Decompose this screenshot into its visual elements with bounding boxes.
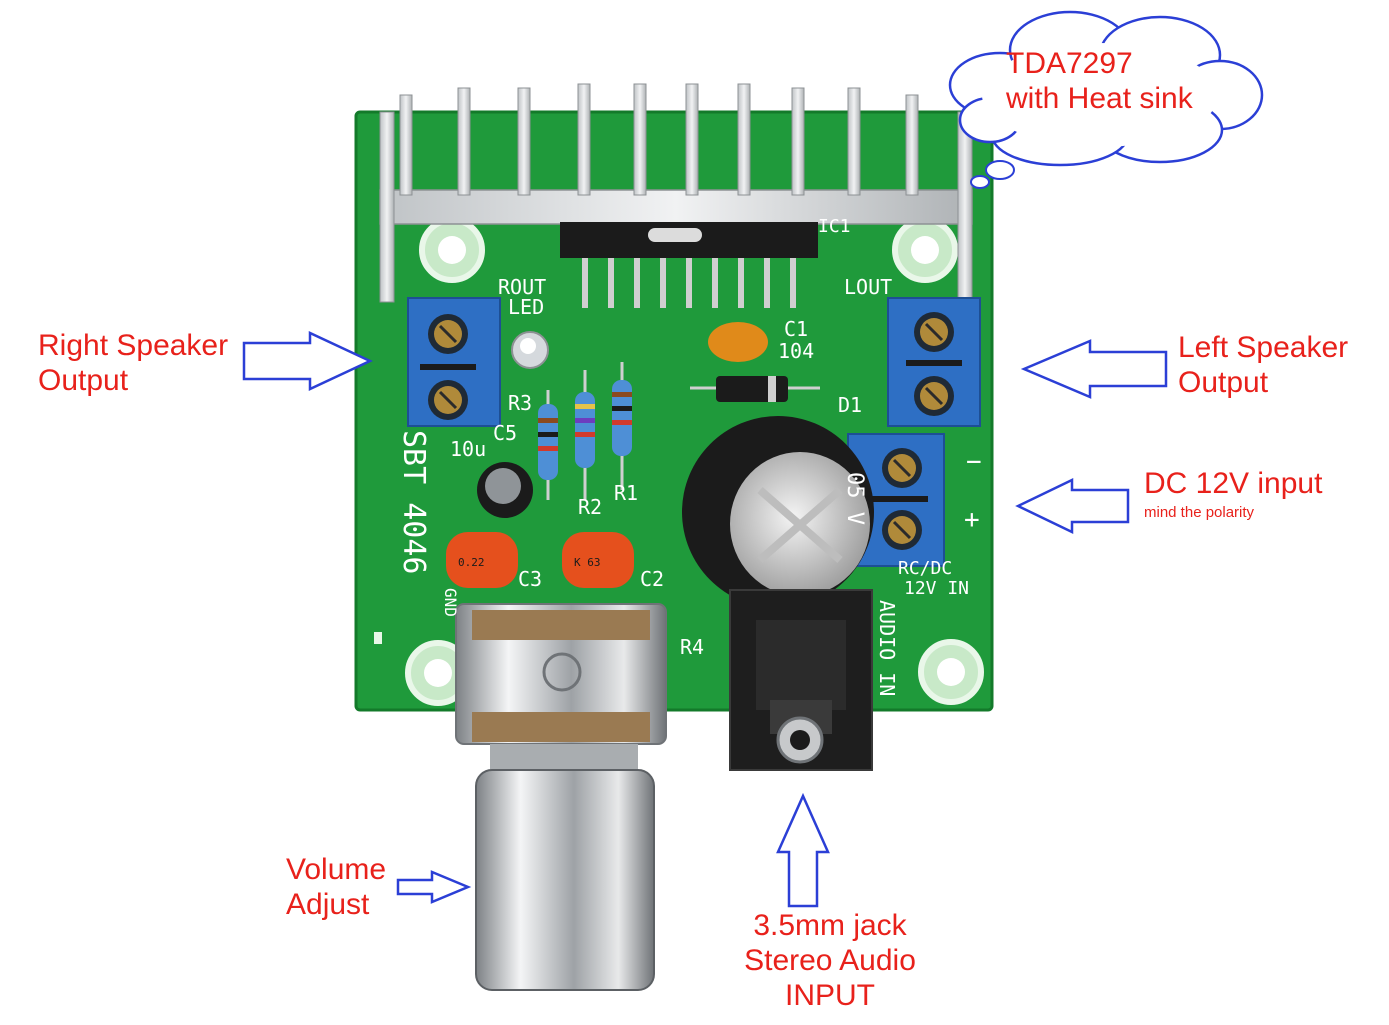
left-speaker-terminal <box>887 297 981 427</box>
right-speaker-label-line2: Output <box>38 364 129 397</box>
left-speaker-label-line2: Output <box>1178 366 1269 399</box>
capacitor-c5 <box>477 462 533 518</box>
thought-bubbles <box>970 160 1015 189</box>
arrow-jack <box>776 792 830 908</box>
silkscreen: ROUT LED LOUT C1 104 D1 R3 C5 10u R2 R1 … <box>396 216 969 696</box>
silk-r1: R1 <box>614 481 638 505</box>
volume-label-line1: Volume <box>286 853 387 886</box>
silk-dc-in: RC/DC <box>898 558 952 579</box>
volume-potentiometer <box>455 603 667 991</box>
heat-sink <box>379 83 973 308</box>
right-speaker-label-line1: Right Speaker <box>38 329 229 362</box>
cap-c3-value: 0.22 <box>458 556 485 569</box>
tda-label: TDA7297 with Heat sink <box>1006 46 1193 116</box>
silk-led: LED <box>508 295 544 319</box>
left-speaker-label: Left Speaker Output <box>1178 330 1348 400</box>
silk-c3: C3 <box>518 567 542 591</box>
cap-rating: 05 V <box>842 472 867 525</box>
capacitor-c2: K 63 <box>562 532 634 588</box>
diode-d1 <box>690 376 820 402</box>
electrolytic-capacitor: 05 V <box>682 416 874 608</box>
minus-mark: − <box>966 447 982 477</box>
resistor-r2 <box>575 370 595 500</box>
thought-cloud-fill <box>982 43 1218 147</box>
right-speaker-terminal <box>407 297 501 427</box>
silk-rout: ROUT <box>498 275 546 299</box>
mounting-hole <box>918 639 984 705</box>
led <box>511 331 549 369</box>
tda-label-line1: TDA7297 <box>1006 47 1133 80</box>
silk-lout: LOUT <box>844 275 892 299</box>
jack-label-line2: Stereo Audio <box>744 944 916 977</box>
capacitor-c3: 0.22 <box>446 532 518 588</box>
resistor-r1 <box>612 362 632 490</box>
plus-mark: + <box>964 505 980 535</box>
jack-label-line1: 3.5mm jack <box>753 909 907 942</box>
dc-polarity-note: mind the polarity <box>1144 504 1254 522</box>
arrow-right-speaker <box>242 331 373 391</box>
silk-ic1: IC1 <box>818 216 851 237</box>
arrow-volume <box>396 870 472 904</box>
volume-label: Volume Adjust <box>286 852 386 922</box>
capacitor-c1 <box>708 322 768 362</box>
right-speaker-label: Right Speaker Output <box>38 328 228 398</box>
silk-board-name: SBT 4046 <box>396 430 431 575</box>
silk-c1: C1 <box>784 317 808 341</box>
volume-label-line2: Adjust <box>286 888 370 921</box>
arrow-left-speaker <box>1020 339 1168 399</box>
arrow-dc-input <box>1015 478 1130 534</box>
mounting-hole <box>419 217 485 283</box>
cap-c2-value: K 63 <box>574 556 601 569</box>
silk-c2: C2 <box>640 567 664 591</box>
silk-r4: R4 <box>680 635 704 659</box>
jack-label: 3.5mm jack Stereo Audio INPUT <box>740 908 920 1013</box>
tda-label-line2: with Heat sink <box>1006 82 1193 115</box>
silk-r3: R3 <box>508 391 532 415</box>
dc-input-label: DC 12V input <box>1144 466 1322 501</box>
audio-jack <box>729 589 873 771</box>
silk-c5: C5 <box>493 421 517 445</box>
jack-label-line3: INPUT <box>785 979 875 1012</box>
silk-c5-value: 10u <box>450 437 486 461</box>
silk-d1: D1 <box>838 393 862 417</box>
left-speaker-label-line1: Left Speaker <box>1178 331 1349 364</box>
dc-polarity-note-text: mind the polarity <box>1144 504 1255 521</box>
mounting-hole <box>892 217 958 283</box>
silk-audio-in: AUDIO IN <box>875 600 899 696</box>
silk-gnd: GND <box>441 588 460 617</box>
silk-c1-value: 104 <box>778 339 814 363</box>
silk-dc-in-2: 12V IN <box>904 578 969 599</box>
silk-r2: R2 <box>578 495 602 519</box>
dc-input-label-text: DC 12V input <box>1144 467 1323 500</box>
resistor-r3 <box>538 390 558 500</box>
